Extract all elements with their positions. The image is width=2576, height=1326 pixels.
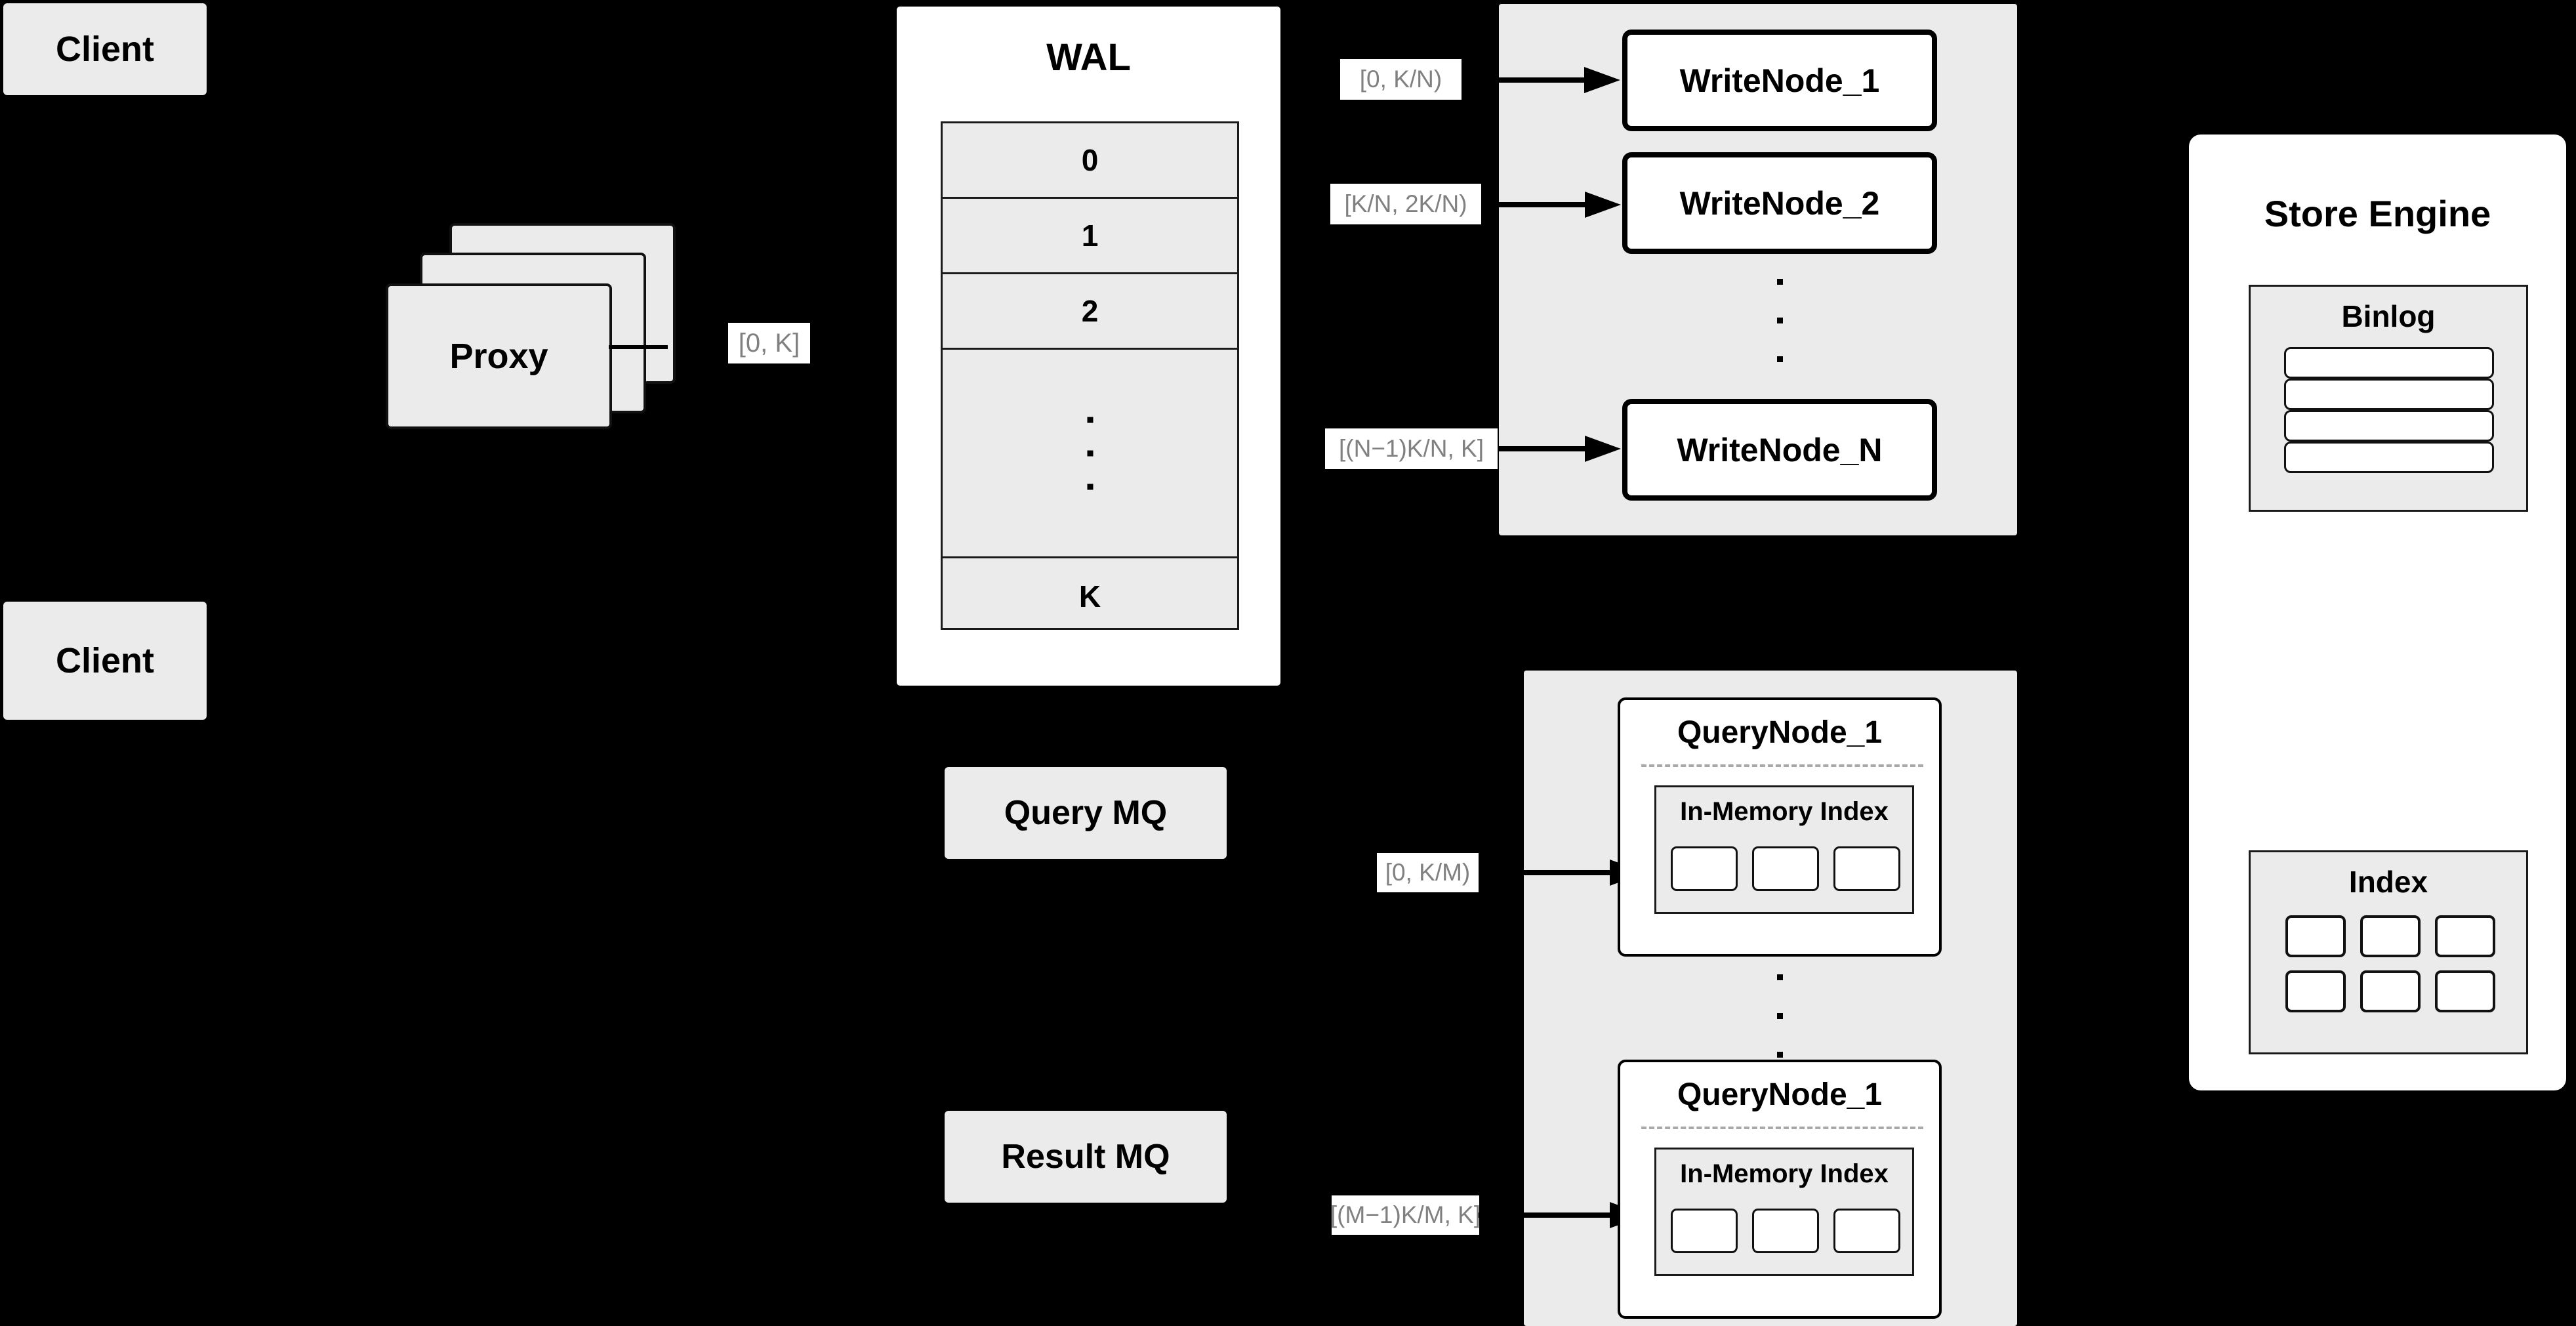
- query-mq-box[interactable]: Query MQ: [945, 767, 1227, 859]
- index-chip: [1752, 1209, 1819, 1253]
- writenode-box-n[interactable]: WriteNode_N: [1622, 399, 1937, 501]
- wal-row: 0: [943, 123, 1237, 199]
- arrow-to-writenode-1: [1463, 67, 1620, 93]
- querynode-separator: [1641, 764, 1923, 767]
- index-chip: [2435, 970, 2495, 1012]
- proxy-label: Proxy: [449, 337, 548, 376]
- ellipsis-dot: [1776, 1013, 1783, 1019]
- edge-label-querynode-1: [0, K/M): [1377, 853, 1479, 892]
- result-mq-label: Result MQ: [1001, 1138, 1170, 1176]
- in-memory-index-label: In-Memory Index: [1680, 797, 1889, 826]
- wal-row-list: 0 1 2 K: [941, 121, 1239, 630]
- query-mq-label: Query MQ: [1004, 794, 1168, 832]
- binlog-title: Binlog: [2341, 299, 2436, 333]
- proxy-card-front[interactable]: Proxy: [386, 283, 612, 429]
- index-chip: [2435, 915, 2495, 957]
- index-chip: [1752, 846, 1819, 891]
- binlog-block: Binlog: [2249, 285, 2528, 512]
- proxy-to-wal-connector: [609, 345, 668, 349]
- index-chip: [2360, 915, 2421, 957]
- client-box-1[interactable]: Client: [3, 3, 207, 95]
- ellipsis-dot: [1776, 974, 1783, 980]
- wal-row: 2: [943, 274, 1237, 350]
- index-chip: [2360, 970, 2421, 1012]
- index-chip: [2285, 970, 2346, 1012]
- ellipsis-dot: [1776, 356, 1783, 362]
- edge-label-querynode-m: [(M−1)K/M, K]: [1330, 1195, 1481, 1235]
- result-mq-box[interactable]: Result MQ: [945, 1111, 1227, 1203]
- querynode-box-1[interactable]: QueryNode_1 In-Memory Index: [1618, 697, 1942, 957]
- binlog-bar: [2284, 410, 2494, 442]
- edge-label-proxy-to-wal: [0, K]: [728, 323, 810, 363]
- ellipsis-dot: [1776, 318, 1783, 323]
- client-label: Client: [55, 30, 154, 69]
- wal-row: K: [1078, 579, 1101, 613]
- store-engine-panel: Store Engine Binlog: [2189, 135, 2566, 1090]
- in-memory-index-panel-1: In-Memory Index: [1654, 785, 1914, 914]
- arrow-to-writenode-2: [1481, 192, 1621, 218]
- binlog-bar: [2284, 442, 2494, 473]
- client-box-2[interactable]: Client: [3, 602, 207, 720]
- querynode-box-m[interactable]: QueryNode_1 In-Memory Index: [1618, 1060, 1942, 1319]
- client-label: Client: [55, 641, 154, 680]
- writenode-box-1[interactable]: WriteNode_1: [1622, 30, 1937, 131]
- edge-label-writenode-2: [K/N, 2K/N): [1330, 184, 1481, 224]
- index-chip: [1671, 1209, 1738, 1253]
- querynode-separator: [1641, 1127, 1923, 1129]
- wal-row: 1: [943, 199, 1237, 274]
- index-chip: [1833, 846, 1900, 891]
- index-chip: [1671, 846, 1738, 891]
- index-block: Index: [2249, 850, 2528, 1054]
- ellipsis-dot: [1776, 279, 1783, 285]
- binlog-bar: [2284, 347, 2494, 379]
- index-chip: [1833, 1209, 1900, 1253]
- writenode-box-2[interactable]: WriteNode_2: [1622, 152, 1937, 254]
- querynode-label: QueryNode_1: [1677, 715, 1883, 750]
- writenode-ellipsis: [1773, 279, 1786, 397]
- index-title: Index: [2348, 865, 2428, 899]
- writenode-label: WriteNode_N: [1677, 431, 1883, 468]
- edge-label-writenode-n: [(N−1)K/N, K]: [1325, 428, 1498, 469]
- wal-panel: WAL 0 1 2 K: [893, 3, 1284, 689]
- in-memory-index-panel-2: In-Memory Index: [1654, 1148, 1914, 1276]
- wal-title: WAL: [1046, 35, 1131, 79]
- in-memory-index-label: In-Memory Index: [1680, 1159, 1889, 1188]
- querynode-ellipsis: [1773, 974, 1786, 1092]
- querynode-label: QueryNode_1: [1677, 1077, 1883, 1112]
- edge-label-writenode-1: [0, K/N): [1340, 59, 1462, 100]
- index-chip: [2285, 915, 2346, 957]
- store-engine-title: Store Engine: [2264, 192, 2491, 234]
- writenode-label: WriteNode_2: [1679, 184, 1880, 222]
- writenode-label: WriteNode_1: [1679, 62, 1880, 99]
- arrow-to-writenode-n: [1498, 436, 1621, 462]
- wal-row-ellipsis: [943, 350, 1237, 558]
- ellipsis-dot: [1087, 417, 1093, 423]
- ellipsis-dot: [1087, 450, 1093, 456]
- ellipsis-dot: [1087, 484, 1093, 489]
- ellipsis-dot: [1776, 1052, 1783, 1058]
- binlog-bar: [2284, 379, 2494, 410]
